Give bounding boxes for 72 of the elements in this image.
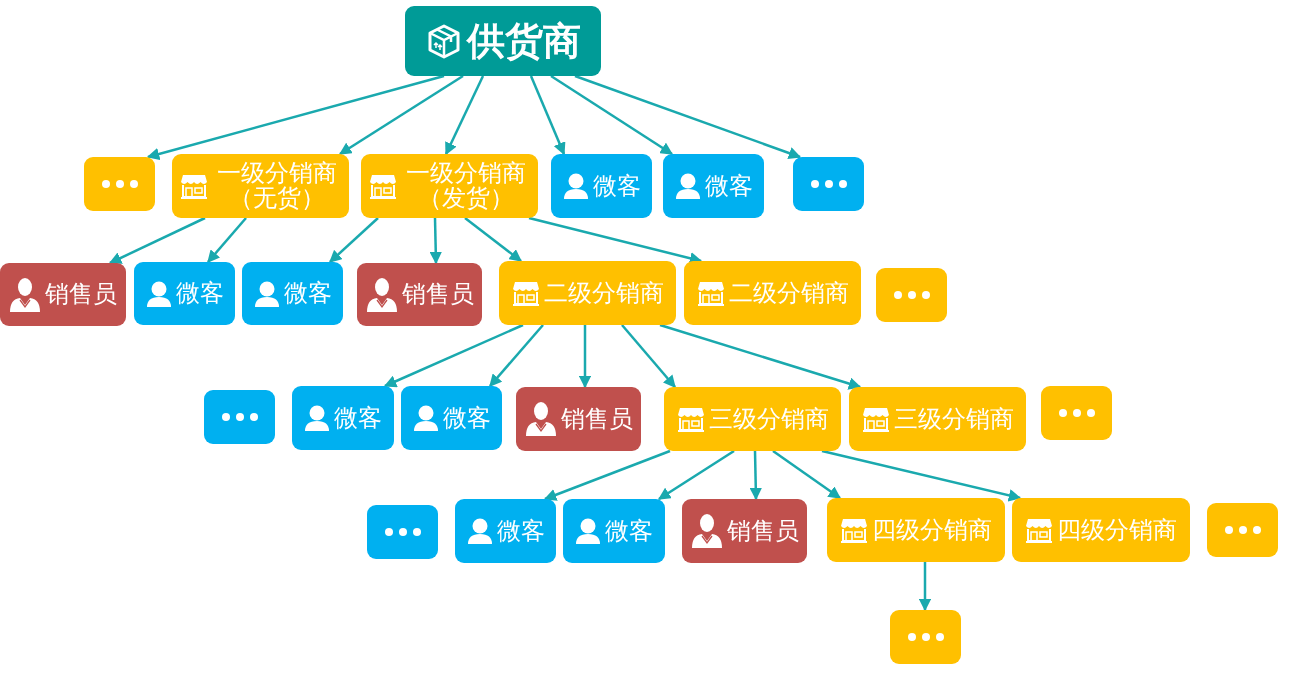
node-label: 销售员 — [560, 406, 633, 432]
node-label: 销售员 — [45, 282, 117, 307]
node-label: 微客 — [496, 518, 545, 544]
distributor-box — [1012, 498, 1190, 562]
node-label: 微客 — [704, 173, 753, 199]
node-label: 二级分销商 — [543, 280, 664, 306]
distributor-box — [684, 261, 861, 325]
more-box — [876, 268, 947, 322]
distributor-box — [827, 498, 1005, 562]
distributor-box — [499, 261, 676, 325]
distributor-box — [664, 387, 841, 451]
arrow — [578, 325, 592, 389]
more-box — [1041, 386, 1112, 440]
salesperson-box — [682, 499, 807, 563]
arrow — [108, 216, 206, 265]
arrow — [574, 74, 802, 160]
node-label: 微客 — [442, 405, 491, 431]
arrow — [329, 217, 379, 263]
more-box — [204, 390, 275, 444]
customer-box — [292, 386, 394, 450]
more-box — [367, 505, 438, 559]
arrow — [444, 75, 485, 156]
customer-box — [134, 262, 235, 325]
distributor-box — [361, 154, 538, 218]
node-label: 四级分销商 — [1057, 517, 1177, 543]
node-label: 一级分销商（无货） — [215, 161, 338, 211]
more-box — [84, 157, 155, 211]
customer-box — [551, 154, 652, 218]
supplier-box — [405, 6, 601, 76]
salesperson-box — [516, 387, 641, 451]
arrow — [621, 324, 676, 388]
more-box — [793, 157, 864, 211]
arrow — [550, 74, 674, 156]
distributor-box — [172, 154, 349, 218]
salesperson-box — [0, 263, 126, 326]
arrow — [918, 562, 932, 612]
arrow — [659, 323, 862, 390]
node-label: 微客 — [334, 405, 382, 431]
arrow — [749, 450, 762, 501]
arrow — [383, 323, 524, 388]
customer-box — [401, 386, 502, 450]
node-label: 一级分销商（发货） — [404, 161, 527, 211]
arrow — [464, 217, 522, 262]
node-label: 销售员 — [726, 518, 799, 544]
node-label: 微客 — [283, 281, 332, 306]
distributor-box — [849, 387, 1026, 451]
arrow — [657, 449, 735, 501]
arrow — [146, 74, 445, 161]
node-label: 三级分销商 — [708, 406, 829, 432]
arrow — [529, 75, 566, 156]
salesperson-box — [357, 263, 482, 326]
title-text: 供货商 — [467, 20, 581, 62]
arrow — [338, 74, 464, 156]
node-label: 微客 — [175, 281, 224, 306]
more-box — [890, 610, 961, 664]
customer-box — [242, 262, 343, 325]
node-label: 二级分销商 — [728, 280, 849, 306]
arrow — [543, 449, 671, 501]
arrow — [821, 449, 1022, 502]
arrow — [207, 217, 247, 263]
arrow — [429, 217, 442, 265]
node-label: 微客 — [605, 518, 653, 544]
customer-box — [563, 499, 665, 563]
node-label: 三级分销商 — [893, 406, 1014, 432]
node-label: 四级分销商 — [872, 517, 992, 543]
arrow — [489, 324, 544, 387]
arrow — [772, 449, 841, 500]
more-box — [1207, 503, 1278, 557]
customer-box — [663, 154, 764, 218]
node-label: 微客 — [592, 173, 641, 199]
node-label: 销售员 — [401, 282, 474, 307]
customer-box — [455, 499, 556, 563]
